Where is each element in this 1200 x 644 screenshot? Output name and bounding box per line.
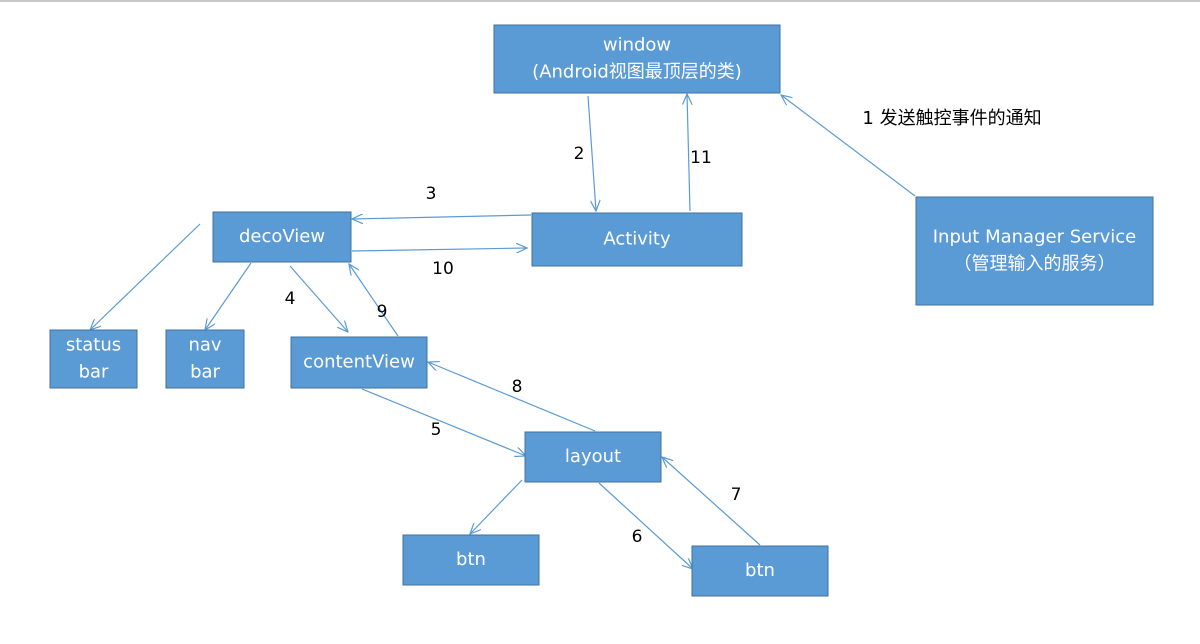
node-label-line: layout [565, 446, 621, 467]
node-box [531, 212, 743, 267]
node-layout: layout [524, 431, 662, 483]
node-decoView: decoView [212, 211, 352, 263]
edge-input_manager-to-window [781, 95, 916, 197]
node-label-line: （管理输入的服务） [954, 254, 1116, 275]
arrow-line [361, 388, 526, 456]
node-activity: Activity [531, 212, 743, 267]
node-label-line: nav [188, 335, 221, 356]
edge-decoView-to-nav_bar [205, 262, 252, 330]
node-label-line: (Android视图最顶层的类) [532, 62, 742, 83]
edge-layout-to-contentView [428, 362, 596, 432]
edge-step-label: 5 [431, 420, 442, 440]
labels-layer: 1 发送触控事件的通知 2 3 4 5 6 7 8 9 10 11 [285, 108, 1042, 547]
arrow-line [205, 262, 252, 330]
edge-step-label: 6 [632, 527, 643, 547]
node-box [165, 329, 245, 389]
top-border [0, 0, 1200, 2]
edge-decoView-to-activity [351, 248, 527, 251]
node-label-line: btn [456, 549, 486, 570]
node-box [212, 211, 352, 263]
edge-contentView-to-decoView [349, 264, 399, 337]
node-nav_bar: nav bar [165, 329, 245, 389]
node-btn_right: btn [691, 545, 829, 597]
edge-step-label: 7 [731, 485, 742, 505]
node-label-line: btn [745, 560, 775, 581]
arrow-line [90, 223, 201, 330]
edge-activity-to-window [687, 94, 690, 212]
node-contentView: contentView [290, 336, 428, 389]
node-status_bar: status bar [49, 329, 138, 389]
edge-layout-to-btn_right [598, 482, 693, 569]
arrow-line [349, 264, 399, 337]
edge-step-label: 3 [426, 184, 437, 204]
node-label-line: decoView [239, 226, 325, 247]
edge-step-label: 2 [574, 144, 585, 164]
node-label-line: contentView [303, 352, 415, 373]
arrow-line [662, 457, 761, 546]
node-label-line: window [603, 35, 671, 56]
nodes-layer: window (Android视图最顶层的类) Activity decoView In… [49, 24, 1154, 597]
node-label-line: status [66, 335, 121, 356]
node-label-line: bar [190, 362, 220, 383]
node-box [402, 534, 540, 586]
arrow-line [687, 94, 690, 212]
edge-step-label: 8 [512, 377, 523, 397]
node-label-line: Input Manager Service [933, 227, 1136, 248]
edge-activity-to-decoView [352, 215, 532, 219]
node-box [493, 24, 781, 94]
edge-note-label: 1 发送触控事件的通知 [862, 108, 1041, 129]
node-label-line: Activity [603, 229, 671, 250]
edge-step-label: 10 [432, 259, 454, 279]
node-box [290, 336, 428, 389]
edge-window-to-activity [587, 95, 596, 211]
arrow-line [587, 95, 596, 211]
node-box [915, 196, 1154, 306]
node-box [691, 545, 829, 597]
node-box [524, 431, 662, 483]
edge-step-label: 9 [377, 302, 388, 322]
arrow-line [428, 362, 596, 432]
edge-layout-to-btn_left [470, 479, 523, 534]
edge-decoView-to-status_bar [90, 223, 201, 330]
edge-btn_right-to-layout [662, 457, 761, 546]
node-input_manager: Input Manager Service （管理输入的服务） [915, 196, 1154, 306]
node-btn_left: btn [402, 534, 540, 586]
arrow-line [470, 479, 523, 534]
arrow-line [352, 215, 532, 219]
arrow-line [598, 482, 693, 569]
arrow-line [289, 265, 348, 332]
edge-step-label: 11 [690, 148, 712, 168]
node-label-line: bar [79, 362, 109, 383]
edge-decoView-to-contentView [289, 265, 348, 332]
arrow-line [781, 95, 916, 197]
arrow-line [351, 248, 527, 251]
node-window: window (Android视图最顶层的类) [493, 24, 781, 94]
edge-contentView-to-layout [361, 388, 526, 456]
node-box [49, 329, 138, 389]
edges-layer [90, 94, 916, 569]
edge-step-label: 4 [285, 289, 296, 309]
